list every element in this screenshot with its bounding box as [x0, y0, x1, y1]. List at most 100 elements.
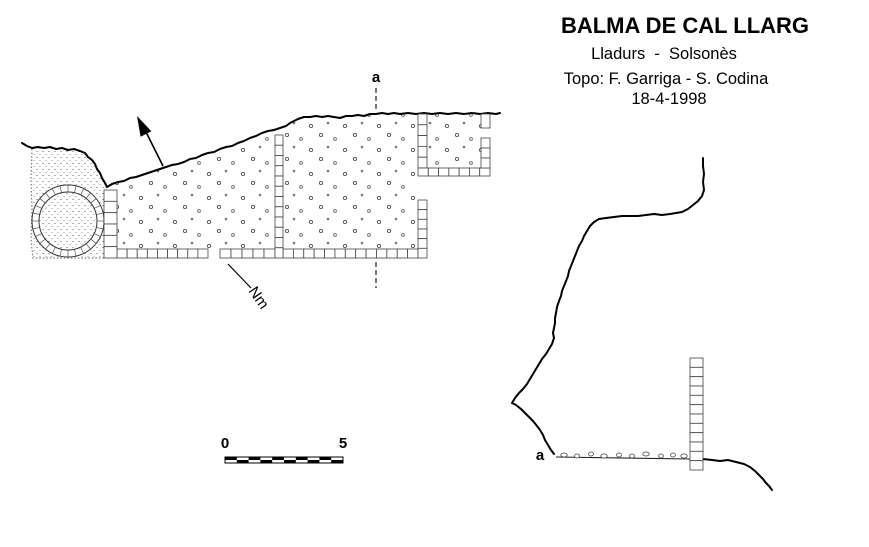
ring-joint	[93, 205, 101, 209]
north-label: Nm	[245, 284, 272, 313]
wall-brick	[334, 248, 346, 259]
wall-brick	[103, 234, 118, 248]
floor-pebble	[642, 451, 650, 457]
scale-segment	[236, 460, 249, 463]
wall-brick	[407, 248, 419, 259]
ring-joint	[35, 233, 43, 237]
wall-brick	[344, 248, 357, 259]
wall-brick	[417, 228, 428, 240]
scale-segment	[319, 457, 332, 460]
ring-joint	[59, 249, 62, 257]
wall-brick	[689, 432, 704, 443]
north-line	[227, 263, 252, 289]
wall-brick	[116, 248, 128, 259]
section-mark: a	[536, 447, 545, 464]
wall-brick	[274, 155, 284, 167]
wall-brick	[417, 167, 429, 177]
scale-segment	[260, 460, 273, 463]
wall-brick	[146, 248, 158, 259]
wall-brick	[355, 248, 367, 259]
wall-brick	[480, 137, 491, 149]
floor-pebble	[588, 451, 594, 457]
wall-brick	[479, 167, 491, 177]
scale-bar: 0 5	[221, 435, 347, 464]
wall-brick	[376, 248, 388, 259]
wall-brick	[292, 248, 305, 259]
wall-brick	[126, 248, 138, 259]
ring-joint	[52, 188, 56, 196]
ring-joint	[52, 246, 56, 254]
plan-room-stipple	[427, 114, 481, 168]
wall-brick	[417, 238, 428, 249]
scale-start-label: 0	[221, 435, 229, 452]
ring-joint	[35, 205, 43, 209]
ring-joint	[59, 185, 62, 193]
floor-pebble	[670, 452, 676, 458]
wall-brick	[480, 157, 491, 169]
survey-authors: Topo: F. Garriga - S. Codina	[564, 70, 769, 88]
wall-brick	[103, 200, 118, 214]
section-floor-pebbles	[560, 451, 688, 459]
wall-brick	[365, 248, 377, 259]
wall-brick	[136, 248, 148, 259]
wall-brick	[480, 113, 491, 129]
wall-brick	[689, 404, 704, 415]
wall-brick	[274, 206, 284, 218]
wall-brick	[689, 385, 704, 396]
scale-segment	[225, 457, 237, 460]
wall-brick	[427, 167, 439, 177]
floor-pebble	[560, 452, 568, 458]
map-location: Lladurs - Solsonès	[591, 45, 737, 63]
scale-segment	[272, 457, 284, 460]
ring-joint	[39, 198, 46, 204]
wall-brick	[417, 209, 428, 220]
wall-brick	[274, 175, 284, 187]
floor-pebble	[680, 453, 688, 459]
scale-end-label: 5	[339, 435, 347, 452]
wall-brick	[689, 460, 704, 471]
wall-brick	[274, 226, 284, 238]
scale-segment	[307, 460, 320, 463]
section-view: a	[511, 157, 773, 491]
wall-brick	[274, 237, 284, 249]
wall-brick	[689, 366, 704, 378]
arrow-head-icon	[137, 116, 152, 137]
ring-joint	[45, 192, 51, 199]
wall-brick	[282, 248, 294, 259]
wall-brick	[469, 167, 481, 177]
wall-brick	[313, 248, 325, 259]
floor-pebble	[629, 453, 635, 459]
wall-brick	[241, 248, 254, 259]
wall-brick	[689, 422, 704, 434]
wall-brick	[458, 167, 470, 177]
ring-joint	[96, 212, 104, 215]
wall-brick	[417, 156, 428, 169]
wall-brick	[230, 248, 243, 259]
wall-brick	[417, 199, 428, 211]
ring-joint	[80, 188, 84, 196]
wall-brick	[263, 248, 276, 259]
wall-brick	[689, 357, 704, 368]
wall-brick	[689, 376, 704, 387]
ring-joint	[85, 192, 91, 199]
floor-pebble	[600, 453, 608, 459]
section-wall	[689, 357, 704, 471]
wall-brick	[303, 248, 315, 259]
wall-brick	[448, 167, 460, 177]
ring-joint	[96, 227, 104, 230]
scale-segment	[331, 460, 343, 463]
ring-joint	[74, 185, 77, 193]
section-rock-profile	[511, 157, 705, 455]
wall-brick	[274, 134, 284, 146]
wall-brick	[417, 124, 428, 137]
wall-brick	[417, 247, 428, 259]
ring-joint	[74, 249, 77, 257]
wall-brick	[417, 145, 428, 158]
plan-view: a Nm	[21, 69, 501, 313]
scale-segments	[225, 457, 343, 463]
circular-structure	[31, 184, 105, 258]
plan-section-mark: a	[372, 69, 381, 86]
wall-brick	[689, 450, 704, 462]
wall-brick	[187, 248, 199, 259]
